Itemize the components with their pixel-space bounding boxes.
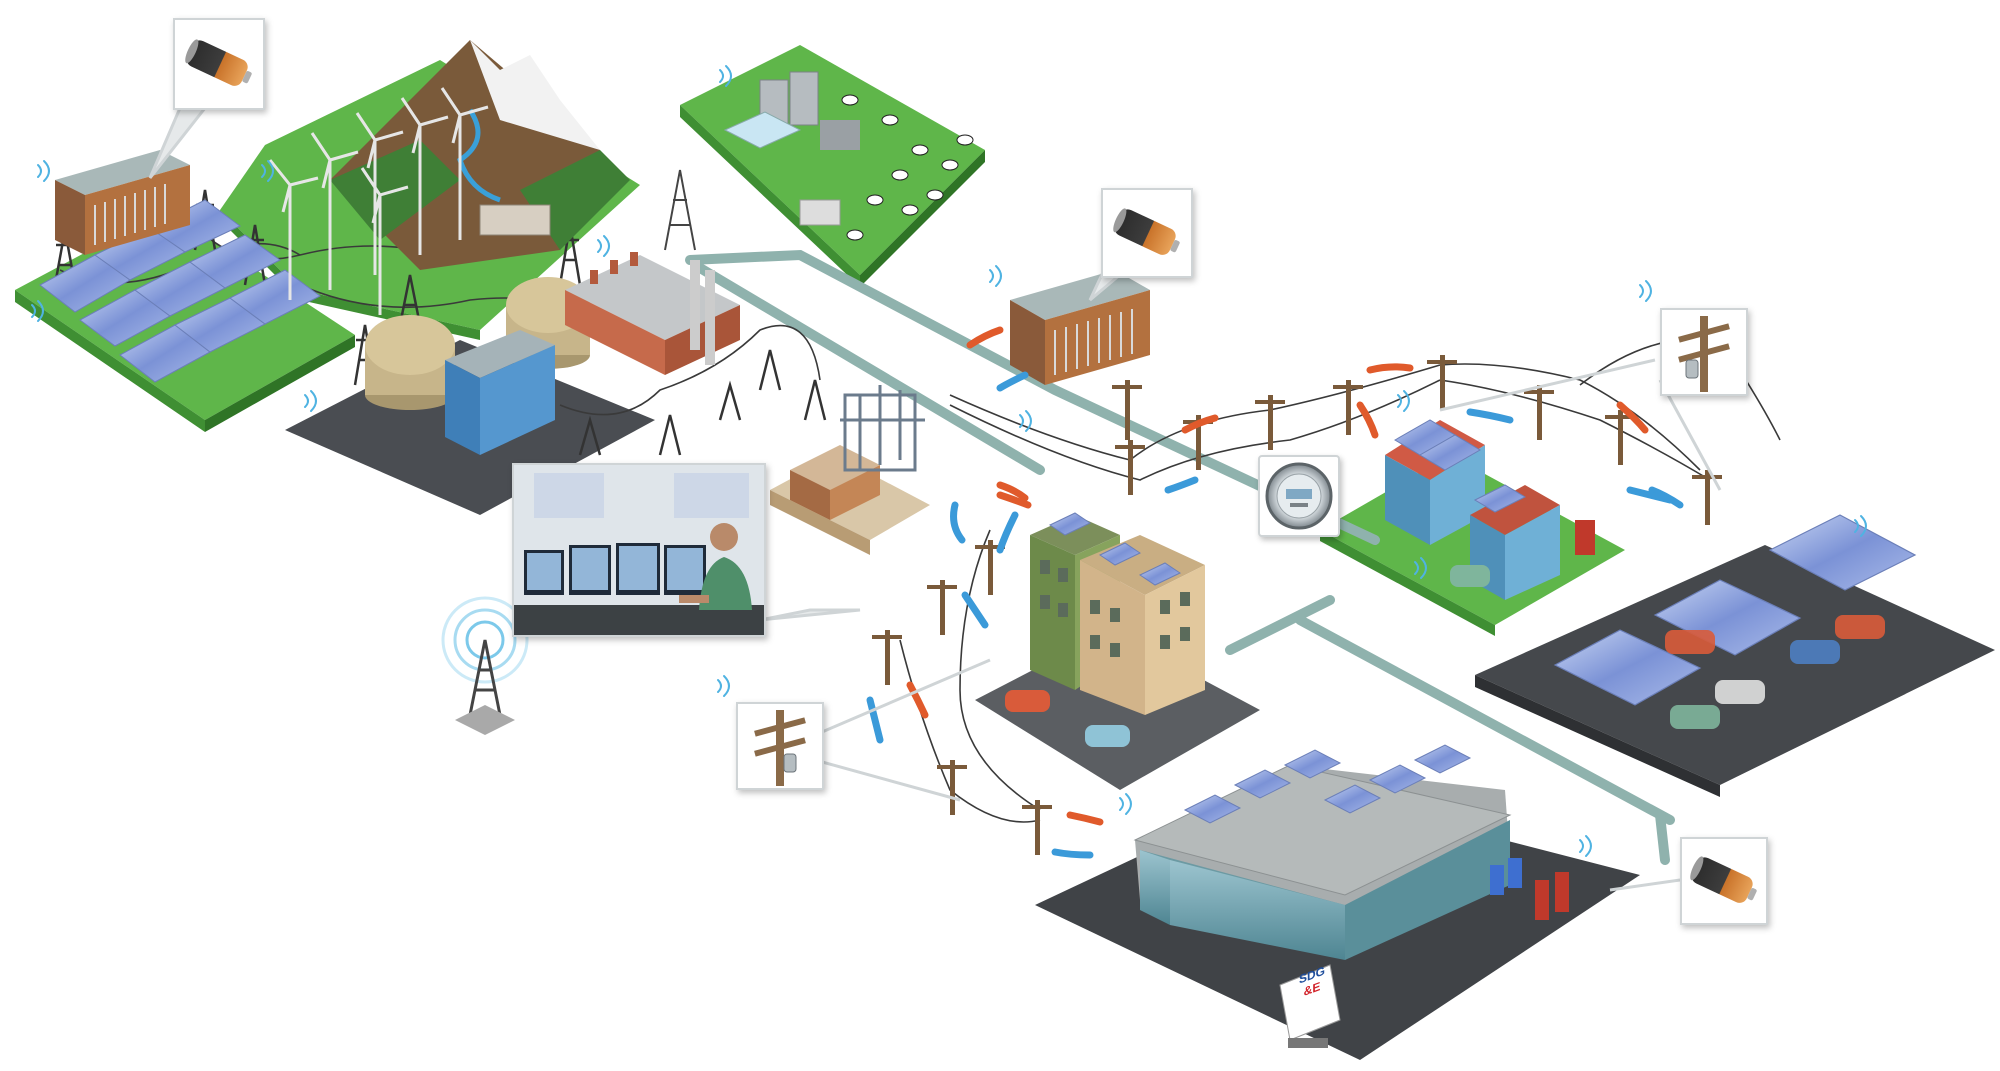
hydro-mountain — [330, 40, 630, 270]
battery-icon — [1113, 208, 1180, 255]
wireless-signal-icon — [1397, 390, 1410, 412]
wind-turbines — [268, 87, 489, 315]
gas-pipeline — [685, 249, 1675, 865]
flow-arrow-out — [1181, 414, 1219, 434]
utility-poles — [872, 355, 1722, 855]
utility-pole-callout-right — [1660, 308, 1748, 396]
flow-arrow-out — [996, 491, 1032, 509]
wireless-signal-icon — [304, 390, 317, 412]
wireless-signal-icons — [31, 65, 1867, 857]
solar-farm — [39, 199, 321, 383]
wireless-signal-icon — [31, 300, 44, 322]
flow-arrow-out — [1616, 401, 1649, 434]
control-room-image — [514, 465, 764, 635]
parking-lot-ground — [1475, 545, 1995, 785]
flow-arrow-out — [1356, 401, 1379, 439]
house-with-solar — [1385, 419, 1595, 600]
flow-arrow-out — [996, 481, 1029, 502]
flow-arrow-in — [1051, 848, 1094, 859]
utility-pole-icon — [754, 710, 806, 786]
monitor-icon — [524, 543, 706, 595]
flow-arrow-out — [906, 681, 929, 719]
flow-arrow-in — [950, 501, 966, 544]
radio-tower — [441, 596, 529, 735]
sdge-sign — [1279, 964, 1341, 1048]
wireless-signal-icon — [1854, 515, 1867, 537]
apartment-buildings — [1005, 512, 1205, 747]
wireless-signal-icon — [1119, 793, 1132, 815]
operator-figure — [679, 523, 752, 610]
power-flow-arrows — [866, 326, 1684, 859]
flow-arrow-in — [1466, 408, 1514, 424]
energy-storage-building-center — [1010, 270, 1150, 385]
wireless-signal-icon — [1579, 835, 1592, 857]
flow-arrow-in — [1626, 486, 1674, 504]
flow-arrow-in — [996, 511, 1019, 554]
smart-meter-callout — [1258, 455, 1340, 537]
smart-meter-icon — [1265, 462, 1333, 530]
flow-arrow-in — [866, 696, 884, 744]
battery-icon — [1690, 856, 1757, 903]
flow-arrow-out — [1366, 363, 1414, 374]
substation — [770, 385, 930, 555]
wireless-signal-icon — [989, 265, 1002, 287]
wireless-signal-icon — [261, 160, 274, 182]
wireless-signal-icon — [1019, 410, 1032, 432]
utility-pole-icon — [1678, 316, 1730, 392]
wireless-signal-icon — [719, 65, 732, 87]
wireless-signal-icon — [37, 160, 50, 182]
flow-arrow-in — [996, 371, 1029, 392]
flow-arrow-out — [1066, 811, 1104, 826]
battery-callout-top-left — [173, 18, 265, 110]
dairy-farm-ground — [680, 45, 985, 275]
solar-parking-lot — [1553, 514, 1917, 729]
flow-arrow-in — [961, 591, 989, 629]
dairy-biogas-farm — [723, 71, 974, 241]
callout-leaders — [148, 106, 1722, 892]
utility-pole-callout-left — [736, 702, 824, 790]
wireless-signal-icon — [597, 235, 610, 257]
wireless-signal-icon — [1639, 280, 1652, 302]
battery-icon — [185, 39, 252, 86]
flow-arrow-in — [1164, 476, 1199, 494]
gas-plant — [365, 277, 590, 455]
factory — [565, 252, 740, 375]
wireless-signal-icon — [1414, 557, 1427, 579]
office-building — [1133, 744, 1569, 960]
oil-derrick — [664, 169, 696, 251]
battery-callout-center — [1101, 188, 1193, 278]
control-room-callout — [512, 463, 766, 637]
flow-arrow-out — [966, 326, 1004, 349]
battery-callout-bottom-right — [1680, 837, 1768, 925]
wireless-signal-icon — [717, 675, 730, 697]
